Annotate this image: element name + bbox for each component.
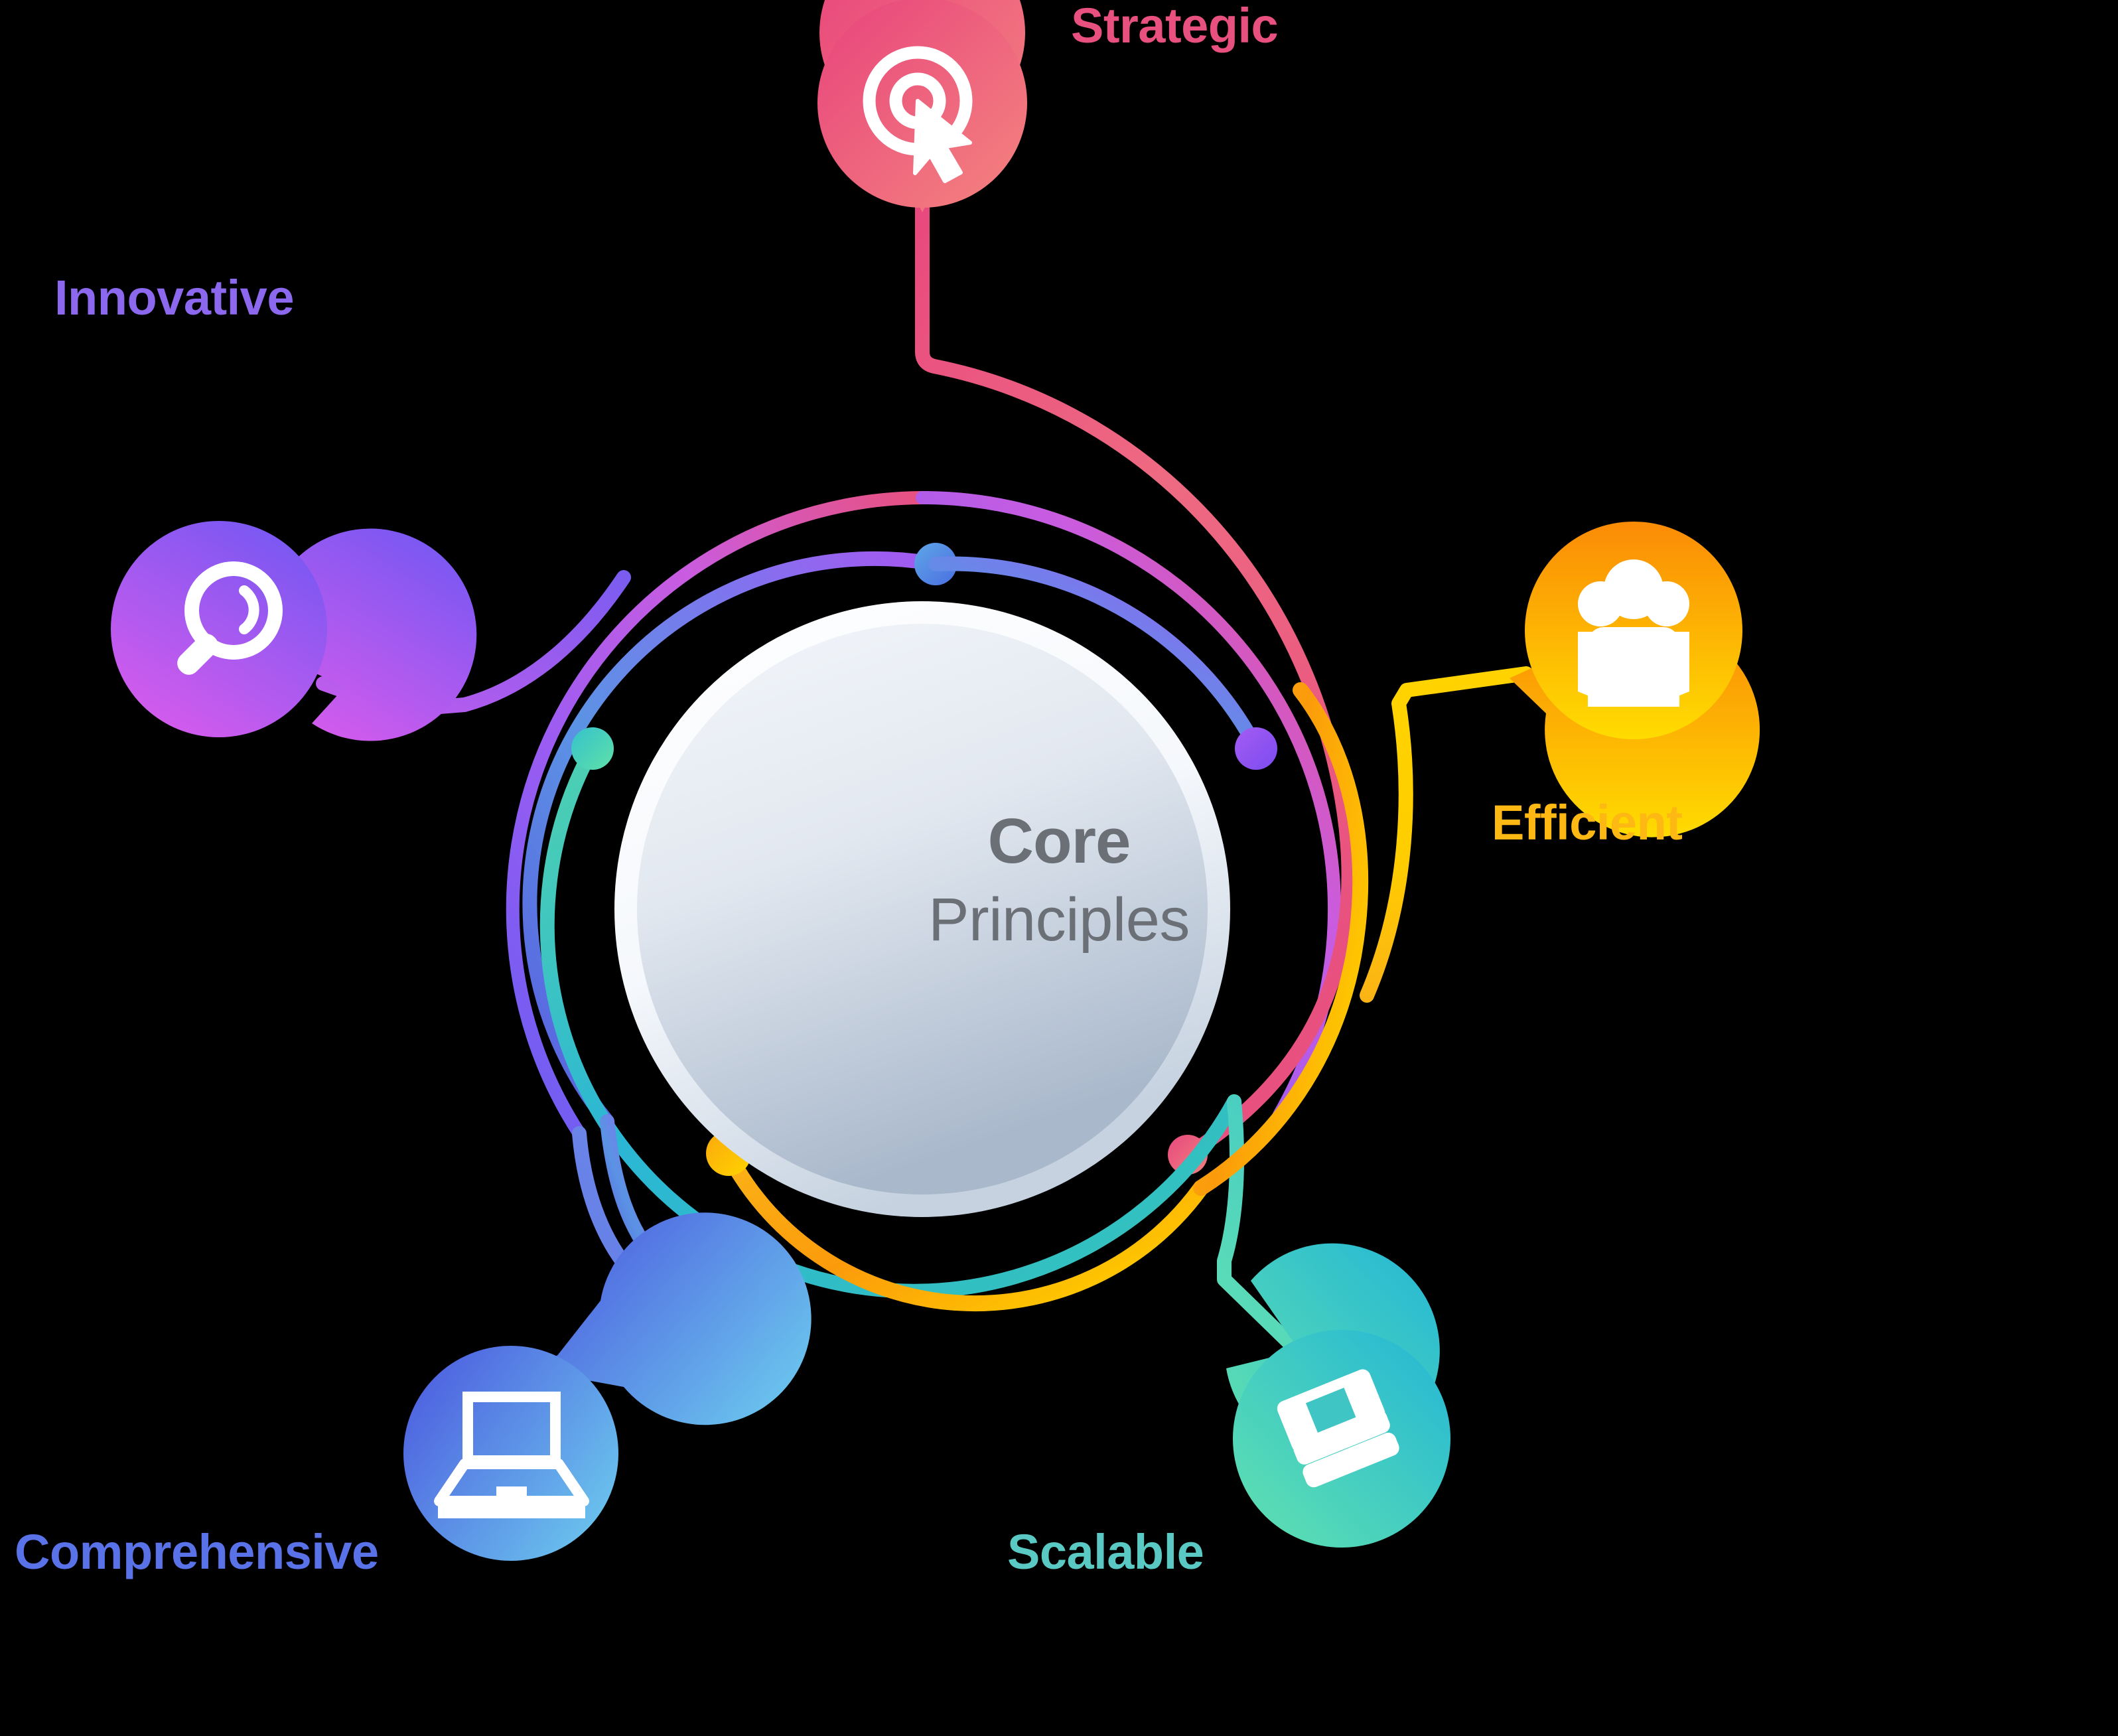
- magnifier-icon: [177, 561, 283, 675]
- orbit-dot-inner-purple: [1235, 727, 1277, 770]
- cursor-arrow-icon: [913, 99, 972, 183]
- connector-innovative: [316, 570, 631, 717]
- node-strategic[interactable]: [817, 0, 1027, 212]
- node-label-comprehensive: Comprehensive: [15, 1524, 379, 1579]
- node-label-efficient: Efficient: [1492, 795, 1683, 850]
- core-sphere: [614, 601, 1230, 1217]
- connector-efficient: [1360, 666, 1533, 1003]
- node-label-innovative: Innovative: [54, 270, 295, 325]
- connector-scalable: [1217, 1094, 1308, 1361]
- node-innovative[interactable]: [111, 521, 477, 741]
- books-stack-icon: [1277, 1369, 1399, 1488]
- node-scalable[interactable]: [1226, 1243, 1450, 1548]
- laptop-icon: [434, 1392, 589, 1518]
- node-label-strategic: Strategic: [1071, 0, 1279, 53]
- orbit-inner-ring: [522, 543, 1277, 1129]
- node-label-scalable: Scalable: [1007, 1524, 1204, 1579]
- node-efficient[interactable]: [1510, 522, 1760, 837]
- orbit-dot-teal: [571, 727, 614, 770]
- node-comprehensive[interactable]: [403, 1212, 812, 1561]
- users-group-icon: [1578, 559, 1689, 707]
